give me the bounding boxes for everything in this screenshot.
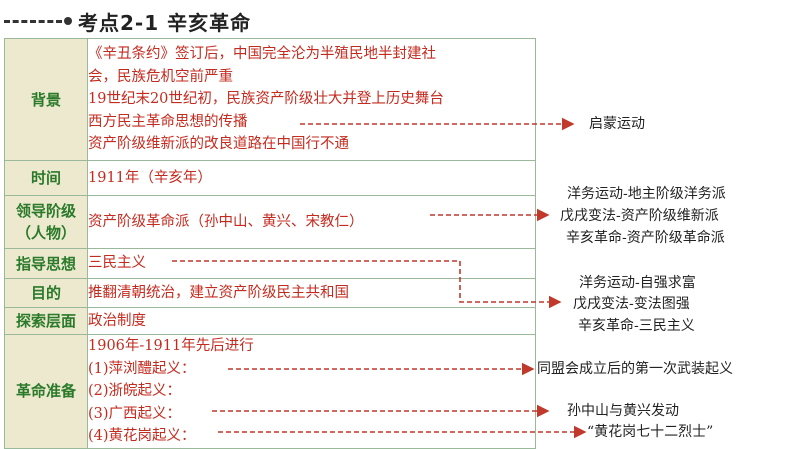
label-leader: 领导阶级 （人物） bbox=[4, 195, 88, 249]
note-first-uprising: 同盟会成立后的第一次武装起义 bbox=[537, 361, 733, 377]
label-background: 背景 bbox=[4, 38, 88, 161]
note-classes-1: 洋务运动-地主阶级洋务派 bbox=[567, 186, 726, 202]
arrow-ideology bbox=[172, 260, 562, 309]
background-line-1: 《辛丑条约》签订后，中国完全沦为半殖民地半封建社 bbox=[88, 46, 436, 63]
content-level: 政治制度 bbox=[87, 307, 536, 335]
note-classes-2: 戊戌变法-资产阶级维新派 bbox=[560, 208, 719, 224]
label-leader-line-2: （人物） bbox=[15, 224, 76, 242]
label-preparation: 革命准备 bbox=[4, 334, 88, 449]
preparation-line-4: (3)广西起义： bbox=[88, 405, 182, 422]
background-line-3: 19世纪末20世纪初，民族资产阶级壮大并登上历史舞台 bbox=[88, 91, 444, 108]
background-line-2: 会，民族危机空前严重 bbox=[88, 68, 233, 85]
label-ideology: 指导思想 bbox=[4, 248, 88, 279]
revolution-table: 背景 《辛丑条约》签订后，中国完全沦为半殖民地半封建社 会，民族危机空前严重 1… bbox=[4, 38, 536, 449]
background-line-4: 西方民主革命思想的传播 bbox=[88, 113, 248, 130]
note-guangxi: 孙中山与黄兴发动 bbox=[567, 403, 679, 419]
note-ideas-2: 戊戌变法-变法图强 bbox=[573, 296, 690, 312]
row-time: 时间 1911年（辛亥年） bbox=[4, 160, 536, 196]
row-preparation: 革命准备 1906年-1911年先后进行 (1)萍浏醴起义： (2)浙皖起义： … bbox=[4, 334, 536, 449]
preparation-line-3: (2)浙皖起义： bbox=[88, 383, 182, 399]
row-background: 背景 《辛丑条约》签订后，中国完全沦为半殖民地半封建社 会，民族危机空前严重 1… bbox=[4, 38, 536, 161]
note-ideas-1: 洋务运动-自强求富 bbox=[579, 275, 696, 291]
row-level: 探索层面 政治制度 bbox=[4, 307, 536, 335]
header-dash-line bbox=[4, 19, 62, 23]
label-leader-line-1: 领导阶级 bbox=[15, 202, 76, 220]
preparation-line-2: (1)萍浏醴起义： bbox=[88, 360, 196, 377]
note-classes-3: 辛亥革命-资产阶级革命派 bbox=[566, 230, 725, 246]
header-bullet-icon bbox=[64, 17, 72, 25]
preparation-line-5: (4)黄花岗起义： bbox=[88, 428, 196, 444]
section-title: 考点2-1 辛亥革命 bbox=[78, 10, 252, 35]
content-time: 1911年（辛亥年） bbox=[87, 160, 536, 196]
label-level: 探索层面 bbox=[4, 307, 88, 335]
section-header: 考点2-1 辛亥革命 bbox=[4, 4, 251, 38]
content-ideology: 三民主义 bbox=[87, 248, 536, 279]
note-enlightenment: 启蒙运动 bbox=[589, 116, 645, 132]
preparation-line-1: 1906年-1911年先后进行 bbox=[88, 338, 254, 354]
row-leader: 领导阶级 （人物） 资产阶级革命派（孙中山、黄兴、宋教仁） bbox=[4, 195, 536, 249]
background-line-5: 资产阶级维新派的改良道路在中国行不通 bbox=[88, 136, 349, 153]
content-goal: 推翻清朝统治，建立资产阶级民主共和国 bbox=[87, 278, 536, 308]
label-goal: 目的 bbox=[4, 278, 88, 308]
row-ideology: 指导思想 三民主义 bbox=[4, 248, 536, 279]
note-huanghuagang: “黄花岗七十二烈士” bbox=[587, 424, 714, 440]
row-goal: 目的 推翻清朝统治，建立资产阶级民主共和国 bbox=[4, 278, 536, 308]
note-ideas-3: 辛亥革命-三民主义 bbox=[578, 318, 695, 334]
content-preparation: 1906年-1911年先后进行 (1)萍浏醴起义： (2)浙皖起义： (3)广西… bbox=[87, 334, 536, 449]
content-leader: 资产阶级革命派（孙中山、黄兴、宋教仁） bbox=[87, 195, 536, 249]
